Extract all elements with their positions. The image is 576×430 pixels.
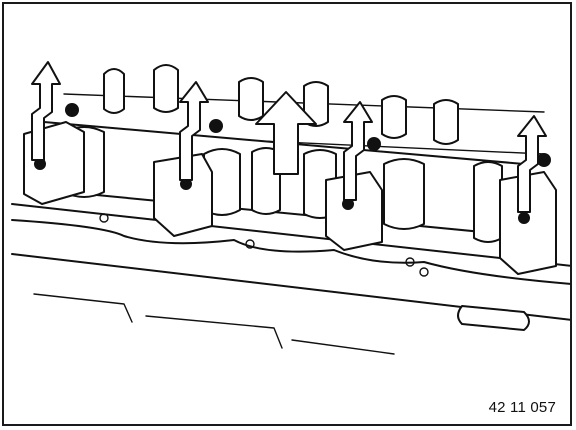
bearing-cap-2 xyxy=(153,119,223,237)
cylinder-head xyxy=(11,203,570,355)
bearing-cap-4 xyxy=(499,153,557,275)
lift-arrow-2 xyxy=(179,81,209,181)
bearing-cap-3 xyxy=(325,137,383,251)
lift-arrow-3 xyxy=(343,101,373,201)
camshaft-lift-arrow xyxy=(255,91,317,175)
lift-arrow-1 xyxy=(31,61,61,161)
figure-number: 42 11 057 xyxy=(488,399,556,416)
lift-arrow-4 xyxy=(517,115,547,213)
diagram-frame: 42 11 057 xyxy=(2,2,572,426)
camshaft-illustration xyxy=(11,61,570,355)
